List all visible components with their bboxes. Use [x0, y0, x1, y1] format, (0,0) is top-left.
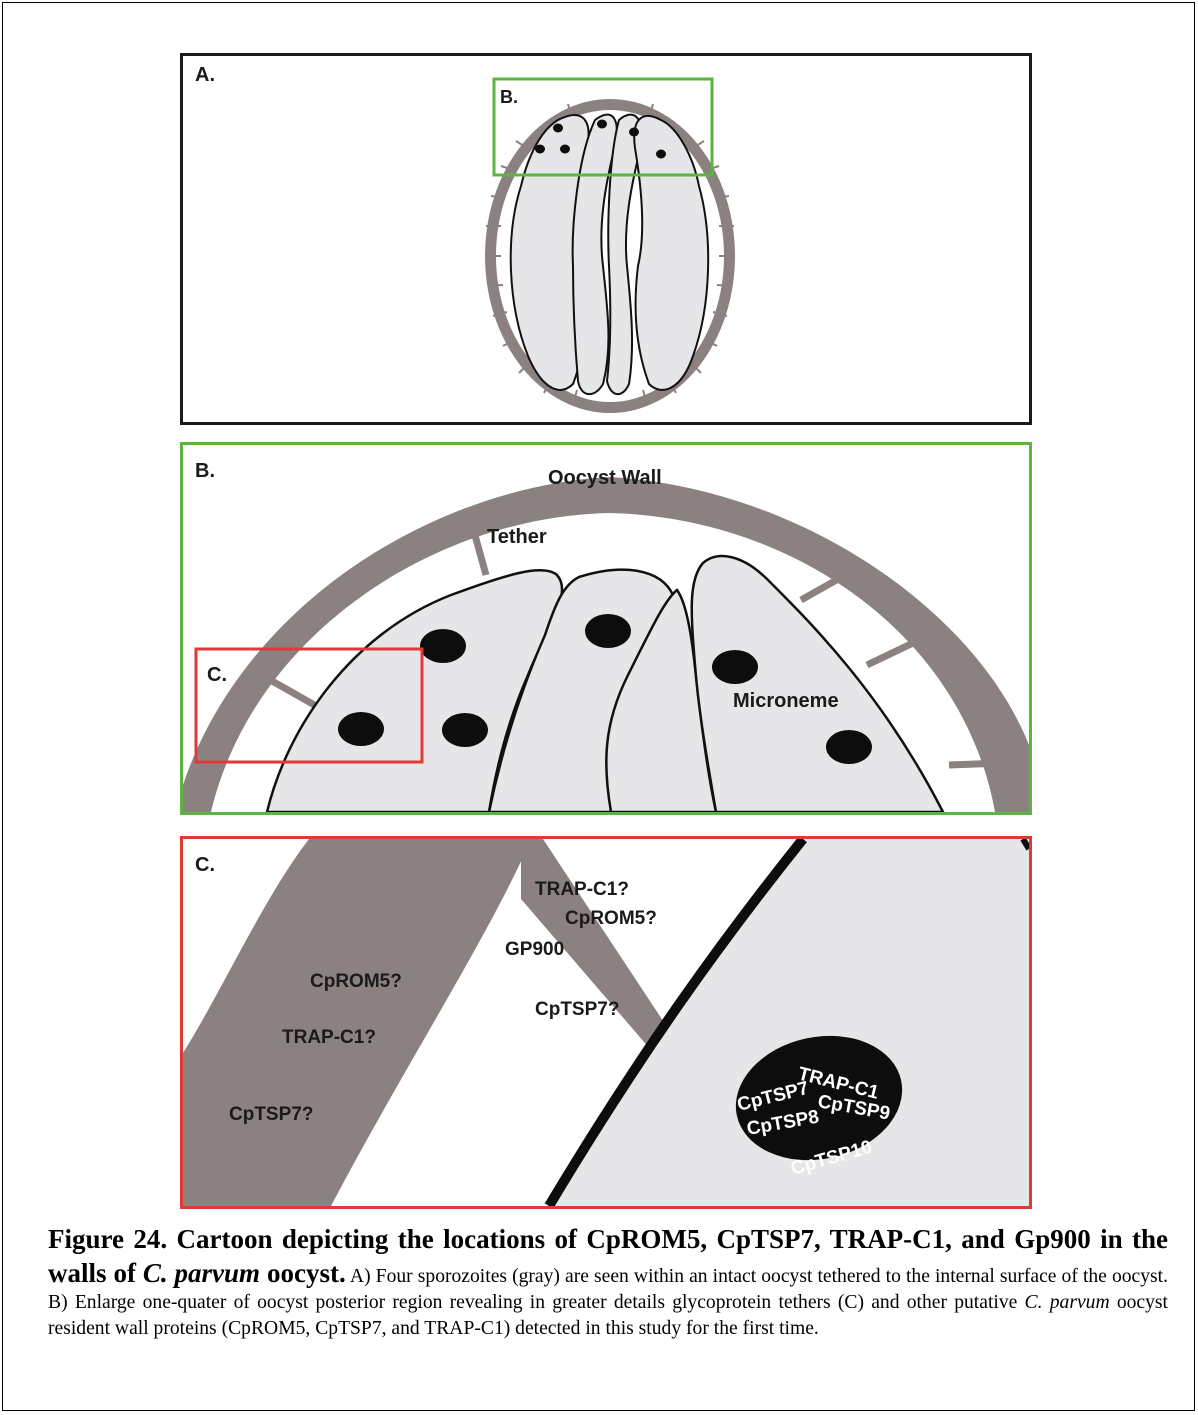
sporozoites — [267, 556, 943, 812]
panel-c-inset-label: C. — [207, 664, 227, 686]
panel-a-diagram: B. A. — [183, 56, 1029, 422]
panel-b-diagram: C. Oocyst Wall Tether Microneme B. — [183, 445, 1029, 812]
panel-a-label: A. — [195, 64, 215, 86]
panel-a: B. A. — [180, 53, 1032, 425]
figure-caption: Figure 24. Cartoon depicting the locatio… — [48, 1222, 1168, 1342]
panel-b-inset-label: B. — [500, 87, 518, 107]
oocyst-wall-label: Oocyst Wall — [548, 467, 662, 489]
oocyst-wall — [183, 839, 531, 1206]
panel-c-diagram: TRAP-C1 CpTSP7 CpTSP9 CpTSP8 CpTSP10 CpR… — [183, 839, 1029, 1206]
gp900-label: GP900 — [505, 939, 564, 960]
tether-base-label-cptsp7: CpTSP7? — [535, 999, 619, 1020]
panel-c-label: C. — [195, 854, 215, 876]
tether-label-cprom5: CpROM5? — [565, 908, 657, 929]
panel-b: C. Oocyst Wall Tether Microneme B. — [180, 442, 1032, 815]
tether-label: Tether — [487, 526, 547, 548]
panel-c: TRAP-C1 CpTSP7 CpTSP9 CpTSP8 CpTSP10 CpR… — [180, 836, 1032, 1209]
tether-label-trap-c1: TRAP-C1? — [535, 879, 629, 900]
wall-label-trap-c1: TRAP-C1? — [282, 1027, 376, 1048]
caption-body-italic: C. parvum — [1025, 1292, 1110, 1313]
caption-title-italic: C. parvum — [143, 1258, 260, 1288]
microneme-label: Microneme — [733, 690, 839, 712]
panel-b-label: B. — [195, 460, 215, 482]
wall-label-cptsp7: CpTSP7? — [229, 1104, 313, 1125]
sporozoites — [511, 115, 708, 394]
caption-title-end: oocyst. — [260, 1258, 346, 1288]
wall-label-cprom5: CpROM5? — [310, 971, 402, 992]
